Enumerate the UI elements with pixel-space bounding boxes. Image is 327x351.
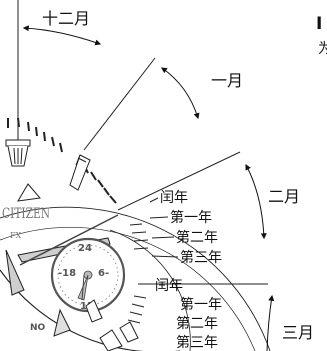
- arrow-february: [245, 163, 267, 240]
- year-label-leap-1: 闰年: [160, 190, 188, 206]
- year-leader-lines: [149, 197, 179, 258]
- arrow-march: [266, 294, 275, 351]
- lower-hand: [5, 249, 25, 296]
- year-label-first-2: 第一年: [180, 296, 222, 313]
- bezel-ticks: [7, 117, 117, 204]
- month-label-february: 二月: [268, 187, 300, 206]
- subdial: 24 -18 6- 12: [50, 237, 126, 313]
- second-hand: [19, 214, 119, 266]
- month-label-march: 三月: [282, 323, 314, 342]
- year-label-leap-2: 闰年: [155, 278, 183, 294]
- year-label-third-1: 第三年: [180, 249, 222, 266]
- year-label-third-2: 第三年: [176, 334, 218, 351]
- hour-hand-upper: [69, 154, 91, 191]
- crown-hand: [17, 183, 41, 202]
- hand-needle: [75, 154, 81, 166]
- year-label-first-1: 第一年: [170, 209, 212, 226]
- month-label-december-text: 十二月: [42, 9, 90, 28]
- year-labels-group-2: 闰年 第一年 第二年 第三年: [155, 278, 222, 351]
- month-marker-ticks: [127, 223, 149, 324]
- lower-crown: [53, 299, 139, 351]
- edge-character-right: 为: [318, 41, 327, 57]
- crown: [5, 139, 31, 167]
- arrow-january: [161, 67, 200, 120]
- subdial-number-minus-18: -18: [58, 268, 76, 279]
- year-labels-group-1: 闰年 第一年 第二年 第三年: [160, 190, 222, 266]
- brand-name: CITIZEN: [2, 206, 50, 222]
- hand-label-no: NO: [30, 323, 46, 333]
- year-label-second-1: 第二年: [176, 229, 218, 246]
- calibre-label: FX: [10, 231, 22, 240]
- edge-letter-top-right: I: [316, 14, 323, 34]
- subdial-number-24: 24: [78, 243, 92, 254]
- arrow-december: [22, 25, 102, 46]
- month-boundary-lines: [17, 0, 268, 285]
- subdial-number-6: 6-: [98, 268, 109, 279]
- year-label-second-2: 第二年: [176, 315, 218, 332]
- month-label-january: 一月: [211, 71, 243, 90]
- month-range-arrows: [22, 25, 275, 351]
